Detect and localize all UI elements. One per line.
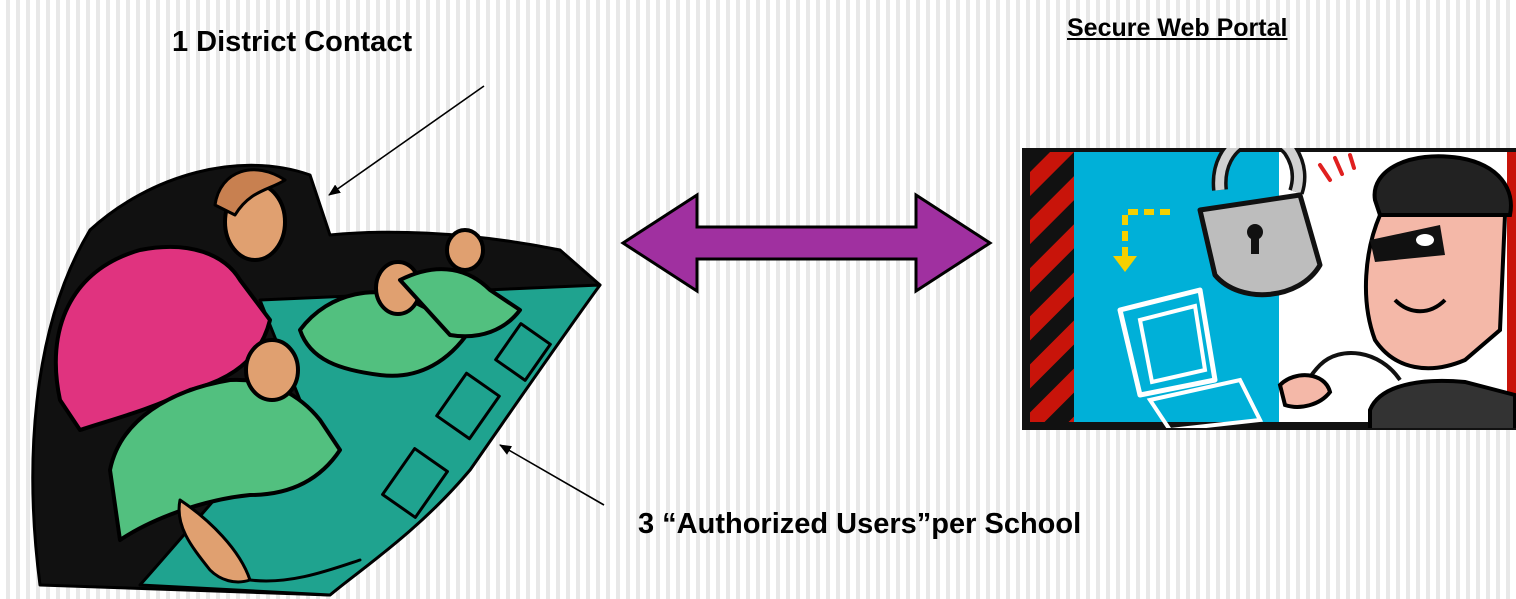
authorized-users-label: 3 “Authorized Users”per School [638,508,1082,540]
district-pointer-line [328,85,485,196]
users-pointer-line [499,444,605,506]
double-headed-arrow-icon [620,192,993,294]
district-contact-label: 1 District Contact [172,26,413,58]
secure-web-portal-title: Secure Web Portal [1067,14,1288,42]
people-at-computer-icon [31,163,602,597]
hacker-padlock-icon [1022,148,1516,430]
